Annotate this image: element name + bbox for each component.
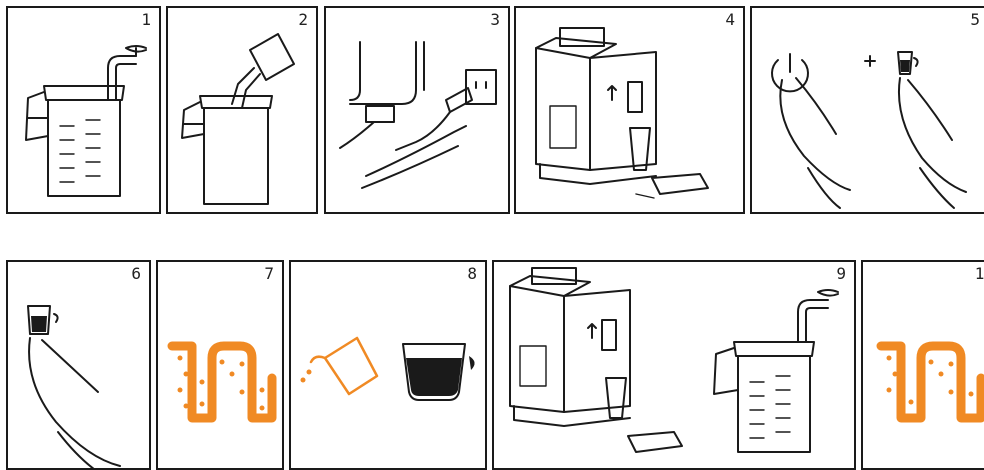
plug-in-power-icon: [326, 8, 510, 214]
fill-water-tank-icon: [8, 8, 161, 214]
descaling-cycle-icon: [158, 262, 284, 470]
press-espresso-button-icon: [8, 262, 151, 470]
rinse-and-refill-tank-icon: [494, 262, 856, 470]
rinse-cycle-icon: [863, 262, 984, 470]
add-descaler-icon: [168, 8, 318, 214]
step-6-panel: 6: [6, 260, 151, 470]
step-7-panel: 7: [156, 260, 284, 470]
step-4-panel: 4: [514, 6, 745, 214]
press-power-and-espresso-icon: [752, 8, 984, 214]
step-8-panel: 8: [289, 260, 487, 470]
step-1-panel: 1: [6, 6, 161, 214]
place-cup-under-outlet-icon: [516, 8, 745, 214]
step-2-panel: 2: [166, 6, 318, 214]
step-3-panel: 3: [324, 6, 510, 214]
plus-icon: [865, 56, 875, 66]
step-9-panel: 9: [492, 260, 856, 470]
empty-cup-and-espresso-icon: [291, 262, 487, 470]
step-10-panel: 10: [861, 260, 984, 470]
step-5-panel: 5: [750, 6, 984, 214]
